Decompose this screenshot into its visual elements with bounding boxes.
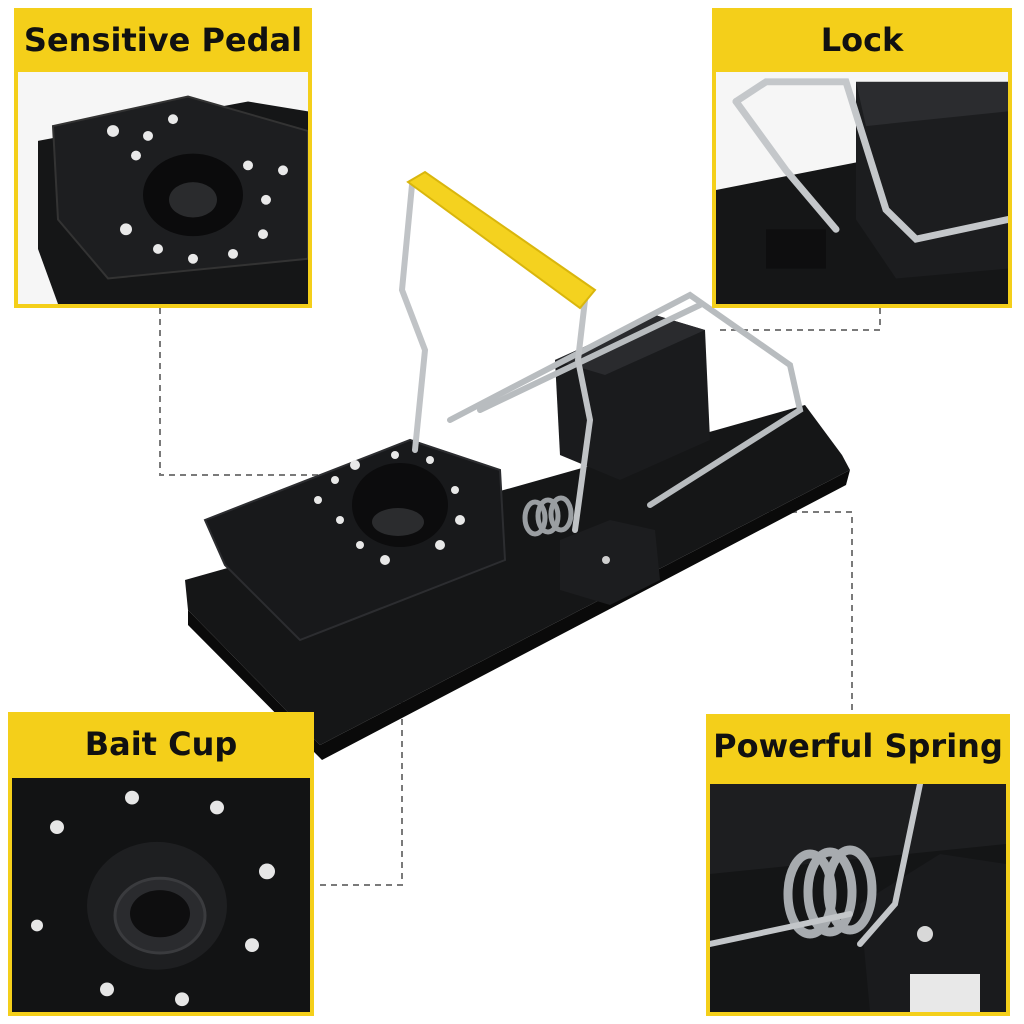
callout-powerful-spring: Powerful Spring — [706, 714, 1010, 1016]
callout-bait-cup: Bait Cup — [8, 712, 314, 1016]
spring-closeup-image — [710, 784, 1006, 1012]
callout-label-lock: Lock — [716, 12, 1008, 68]
trap-base — [185, 405, 850, 745]
striker-housing — [560, 520, 660, 605]
lock-closeup-image — [716, 72, 1008, 304]
yellow-handle — [406, 170, 597, 310]
wire-frame — [447, 291, 804, 508]
bait-cup-closeup-image — [12, 778, 310, 1012]
callout-sensitive-pedal: Sensitive Pedal — [14, 8, 312, 308]
callout-label-bait-cup: Bait Cup — [12, 716, 310, 772]
callout-label-sensitive-pedal: Sensitive Pedal — [18, 12, 308, 68]
callout-label-powerful-spring: Powerful Spring — [710, 718, 1006, 774]
spring-coil — [522, 495, 574, 537]
callout-lock: Lock — [712, 8, 1012, 308]
pedal-closeup-image — [18, 72, 308, 304]
handle-bail — [398, 182, 594, 533]
